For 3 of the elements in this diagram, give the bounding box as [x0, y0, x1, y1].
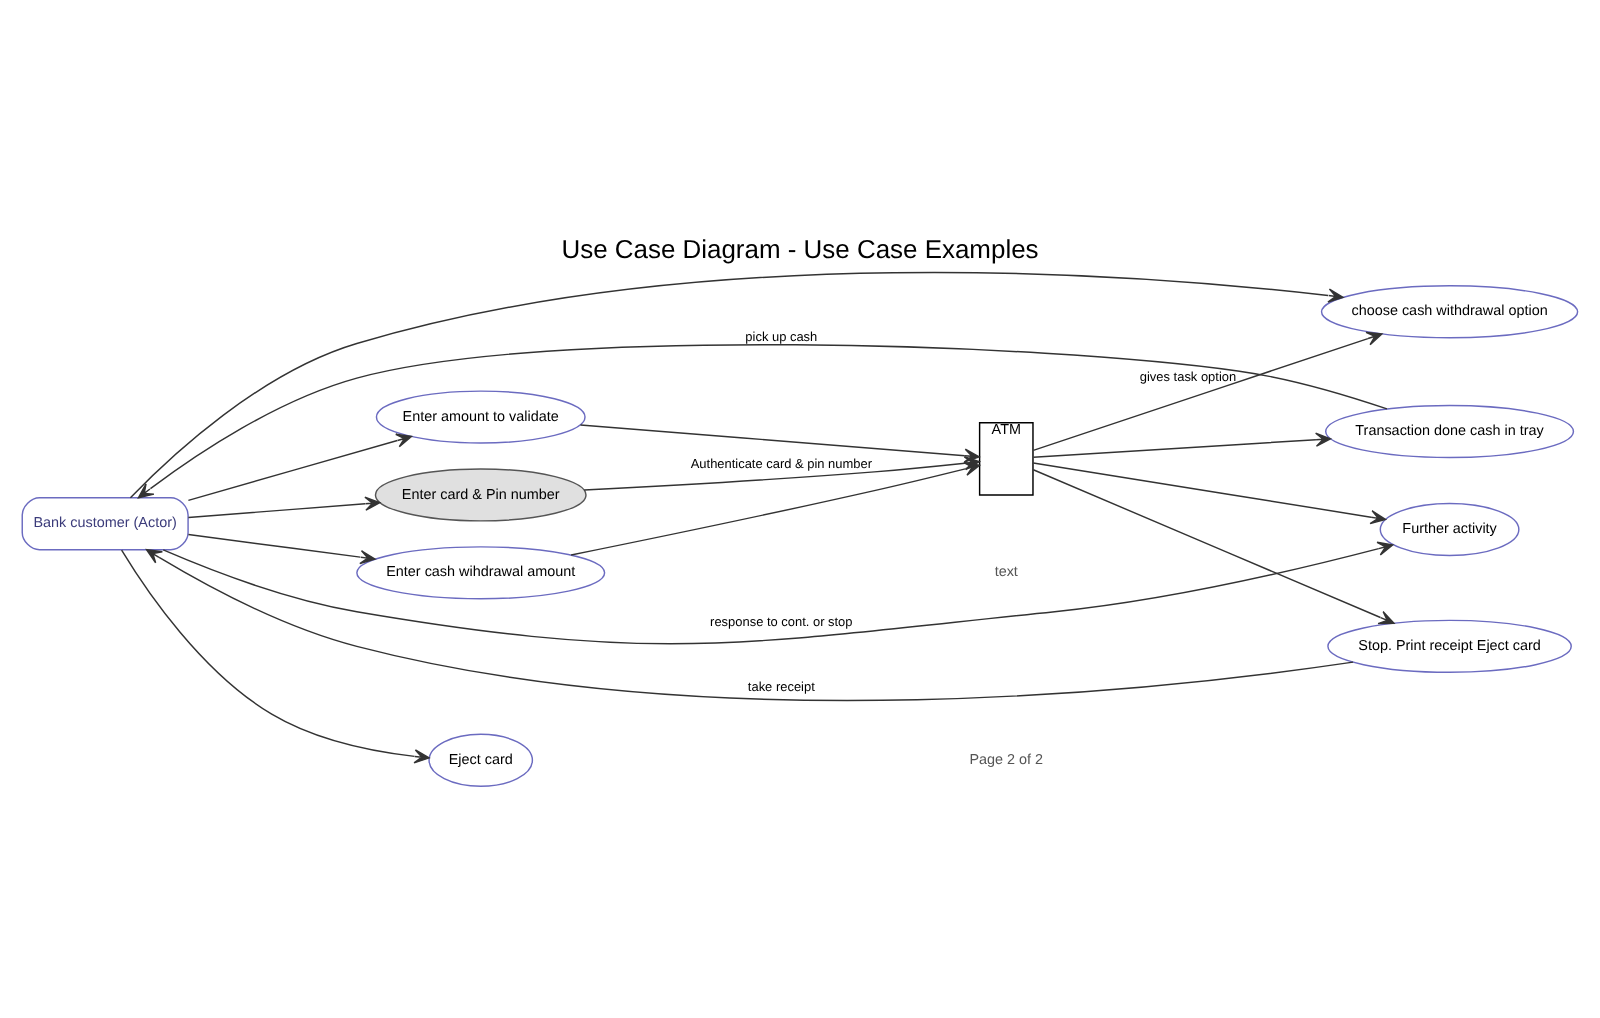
label: Page 2 of 2: [969, 749, 1044, 768]
label: text: [994, 562, 1018, 581]
diagram-title: Use Case Diagram - Use Case Examples: [561, 234, 1039, 265]
